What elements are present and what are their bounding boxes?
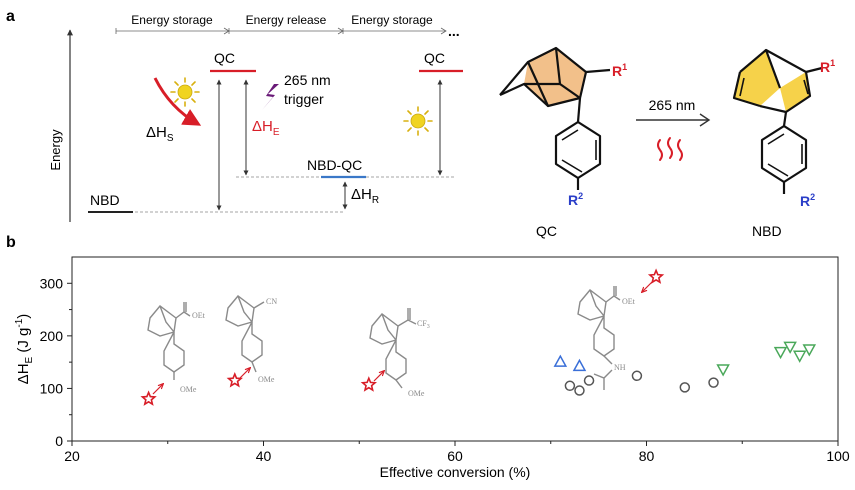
- inset-structure-nitrile: [225, 295, 265, 373]
- y-tick-label: 300: [40, 275, 64, 291]
- scheme-nbd-label: NBD: [752, 223, 782, 239]
- data-point-star: [360, 376, 377, 392]
- inset-structure-cf3: [369, 308, 417, 389]
- reaction-arrow-label: 265 nm: [649, 97, 696, 113]
- delta-hr-label: ΔHR: [351, 186, 379, 206]
- y-tick-label: 0: [55, 433, 63, 449]
- delta-hs-label: ΔHS: [146, 124, 174, 144]
- x-tick-label: 100: [826, 448, 850, 464]
- qc-structure: [499, 46, 611, 190]
- y-tick-label: 100: [40, 380, 64, 396]
- inset-cf3: CF3: [417, 319, 430, 330]
- data-point-circle: [564, 380, 576, 392]
- x-ticks: 20 40 60 80 100: [64, 441, 850, 464]
- qc-r2: R2: [568, 191, 583, 208]
- data-point-circle: [708, 377, 719, 388]
- panel-b: b 20 40 60 80 100 0 100 200 300 Effective conve…: [6, 234, 850, 480]
- data-point-triangle-up: [572, 358, 587, 372]
- inset-ome-2: OMe: [258, 375, 275, 384]
- trigger-line-2: trigger: [284, 91, 324, 107]
- x-tick-label: 40: [256, 448, 272, 464]
- nbdqc-label: NBD-QC: [307, 157, 362, 173]
- phase-storage-2: Energy storage: [351, 13, 433, 27]
- inset-structure-amide: [577, 286, 621, 390]
- data-point-triangle-down: [802, 344, 817, 357]
- data-point-triangle-down: [716, 364, 730, 377]
- x-tick-label: 80: [639, 448, 655, 464]
- reaction-arrow-head: [699, 113, 711, 127]
- phase-ticks: [115, 27, 447, 35]
- x-tick-label: 60: [447, 448, 463, 464]
- delta-he-label: ΔHE: [252, 118, 280, 138]
- data-point-triangle-down: [792, 350, 807, 363]
- phase-storage-1: Energy storage: [131, 13, 213, 27]
- storage-curved-arrow: [153, 77, 202, 126]
- phase-ellipsis: ...: [448, 23, 460, 39]
- qc-r1: R1: [612, 62, 627, 79]
- x-tick-label: 20: [64, 448, 80, 464]
- phase-release: Energy release: [246, 13, 327, 27]
- y-ticks: 0 100 200 300: [40, 275, 72, 449]
- heat-waves-icon: [657, 137, 683, 161]
- nbd-label: NBD: [90, 192, 120, 208]
- y-axis-label: ΔHE (J g-1): [14, 314, 35, 385]
- data-point-star: [647, 268, 665, 284]
- data-point-circle: [583, 375, 595, 386]
- x-axis-label: Effective conversion (%): [380, 464, 531, 480]
- inset-ome-3: OMe: [408, 389, 425, 398]
- plot-frame: [71, 256, 839, 442]
- inset-oet-4: OEt: [622, 297, 636, 306]
- data-points: [140, 268, 817, 406]
- qc-label-1: QC: [214, 50, 235, 66]
- qc-label-2: QC: [424, 50, 445, 66]
- panel-a-label: a: [6, 8, 15, 25]
- data-point-star: [140, 390, 157, 406]
- inset-cn: CN: [266, 297, 277, 306]
- trigger-line-1: 265 nm: [284, 72, 331, 88]
- data-point-circle: [679, 382, 691, 393]
- inset-arrows: [152, 281, 653, 395]
- scheme-qc-label: QC: [536, 223, 557, 239]
- panel-a: a Energy Energy storage Energy release E…: [6, 8, 835, 239]
- inset-ome-1: OMe: [180, 385, 197, 394]
- energy-axis-label: Energy: [48, 129, 63, 171]
- data-point-circle: [631, 370, 643, 382]
- inset-oet-1: OEt: [192, 311, 206, 320]
- inset-nh: NH: [614, 363, 626, 372]
- sun-icon-1: [170, 77, 200, 107]
- data-point-triangle-down: [783, 341, 797, 354]
- inset-structure-ester: [147, 302, 191, 380]
- y-tick-label: 200: [40, 328, 64, 344]
- sun-icon-2: [403, 106, 433, 136]
- nbd-structure: [732, 48, 823, 194]
- nbd-r2: R2: [800, 192, 815, 209]
- nbd-r1: R1: [820, 58, 835, 75]
- lightning-icon: [262, 84, 279, 110]
- data-point-circle: [574, 385, 585, 396]
- data-point-triangle-down: [773, 346, 788, 360]
- data-point-star: [226, 371, 243, 388]
- data-point-triangle-up: [553, 354, 568, 367]
- panel-b-label: b: [6, 234, 16, 251]
